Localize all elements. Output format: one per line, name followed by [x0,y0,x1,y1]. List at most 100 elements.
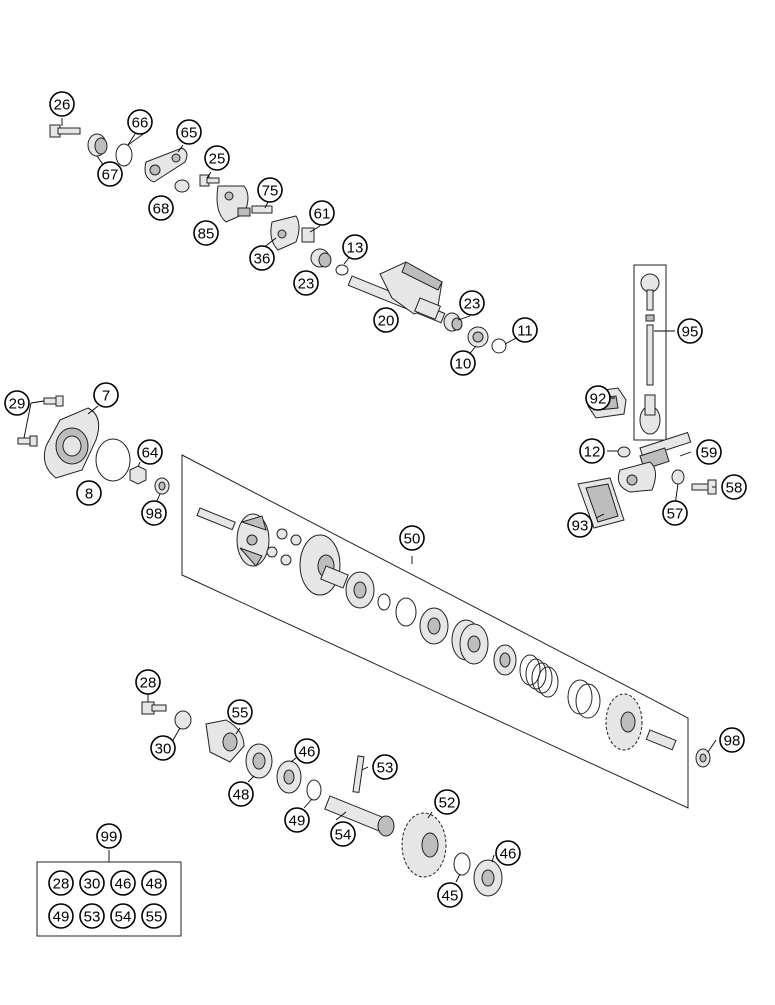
kit-item-label: 53 [84,909,101,926]
callout-45: 45 [437,882,463,908]
part-screw-28 [141,701,167,715]
callout-circle [76,480,102,506]
callout-circle [719,727,745,753]
callout-label: 59 [701,445,718,462]
callout-circle [257,177,283,203]
part-spring-66 [115,131,147,167]
kit-item-label: 28 [53,876,70,893]
callout-label: 10 [455,356,472,373]
callout-58: 58 [721,474,747,500]
callout-label: 66 [132,115,149,132]
callout-circle [294,738,320,764]
callout-11: 11 [512,317,538,343]
callout-circle [97,161,123,187]
callout-circle [512,317,538,343]
callout-64: 64 [137,439,163,465]
callout-circle [204,145,230,171]
part-gear-large [605,693,643,751]
callout-label: 13 [347,240,364,257]
callout-10: 10 [450,350,476,376]
callout-circle [459,290,485,316]
callout-23: 23 [293,270,319,296]
part-bushing-23b [443,312,463,332]
part-washer-b [567,679,593,715]
callout-circle [227,699,253,725]
callout-label: 92 [590,391,607,408]
callout-circle [567,512,593,538]
exhaust-control-parts [49,124,507,354]
callout-label: 58 [726,480,743,497]
part-impeller [236,513,270,567]
callout-label: 36 [254,251,271,268]
kit-item-circle [79,903,105,929]
callout-67: 67 [97,161,123,187]
callout-label: 11 [517,323,533,340]
part-bearing-upper [345,571,375,609]
kit-item-circle [141,903,167,929]
callout-99: 99 [96,823,122,849]
part-lever-65 [144,147,188,183]
callout-circle [96,823,122,849]
callout-label: 54 [335,827,352,844]
part-oring-11 [491,338,507,354]
callout-label: 12 [584,444,601,461]
callout-label: 48 [233,787,250,804]
callout-circle [696,439,722,465]
callout-circle [373,307,399,333]
callout-circle [721,474,747,500]
part-circlip-a [395,597,417,627]
part-bearing-98a [154,477,170,495]
callout-circle [284,807,310,833]
kit-item-circle [110,870,136,896]
callout-label: 95 [682,324,699,341]
kit-item-label: 55 [146,909,163,926]
kit-item-30: 30 [79,870,105,896]
part-oring-13 [335,264,349,276]
part-screw-25 [199,174,220,187]
callout-46: 46 [294,738,320,764]
callout-26: 26 [49,91,75,117]
part-spring-coil [519,654,559,698]
kit-item-54: 54 [110,903,136,929]
callout-12: 12 [579,438,605,464]
part-bearing-98b [695,748,711,768]
callout-circle [579,438,605,464]
callout-circle [49,91,75,117]
kit-item-53: 53 [79,903,105,929]
callout-50: 50 [399,525,425,551]
callout-label: 61 [314,206,331,223]
kit-item-28: 28 [48,870,74,896]
callout-label: 98 [724,733,741,750]
kit-item-label: 46 [115,876,132,893]
callout-circle [585,385,611,411]
callout-label: 50 [404,531,421,548]
callout-66: 66 [127,109,153,135]
part-cover-7 [43,407,100,479]
callout-49: 49 [284,807,310,833]
callout-29: 29 [4,390,30,416]
callout-55: 55 [227,699,253,725]
callout-label: 68 [153,201,170,218]
callout-label: 29 [9,396,26,413]
callout-circle [4,390,30,416]
callout-circle [176,119,202,145]
part-circlip-45 [453,852,471,876]
kit-item-circle [79,870,105,896]
part-shaft-54 [324,795,395,837]
part-control-shaft-20 [347,261,446,324]
part-bearing-middle [419,607,449,645]
part-nut-64 [129,465,147,485]
callout-circle [309,200,335,226]
callout-circle [249,245,275,271]
callout-61: 61 [309,200,335,226]
kit-item-55: 55 [141,903,167,929]
callout-53: 53 [372,754,398,780]
callout-circle [434,789,460,815]
callout-label: 46 [299,744,316,761]
callout-circle [437,882,463,908]
callout-7: 7 [93,382,119,408]
callout-20: 20 [373,307,399,333]
callout-label: 26 [54,97,71,114]
callout-label: 65 [181,125,198,142]
